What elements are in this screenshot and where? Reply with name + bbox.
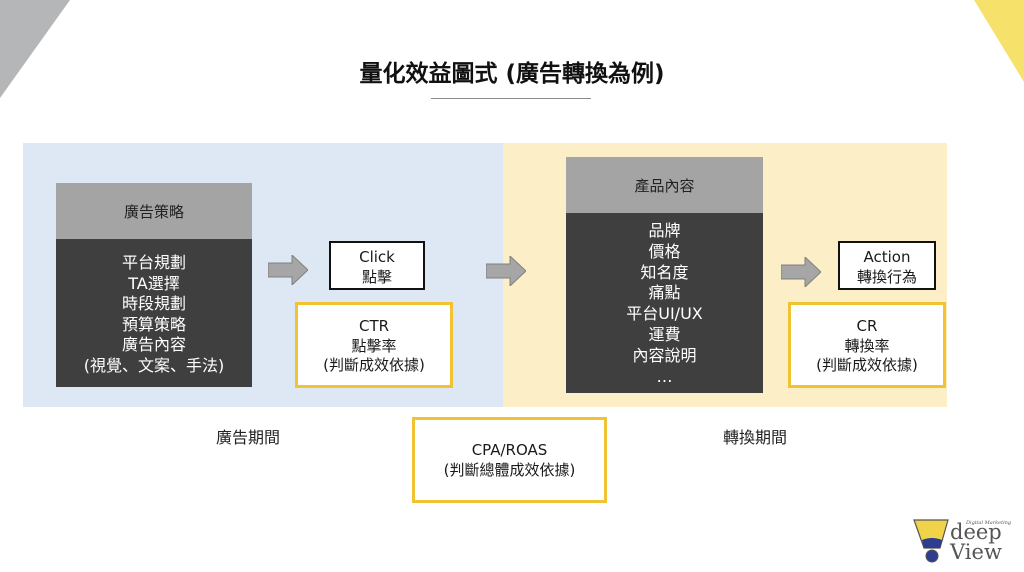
arrow-right-icon	[781, 257, 821, 287]
product-content-header: 產品內容	[566, 157, 763, 213]
product-content-box: 產品內容 品牌 價格 知名度 痛點 平台UI/UX 運費 內容說明 …	[566, 157, 763, 393]
deepview-logo	[912, 518, 1012, 564]
ctr-label: CTR	[358, 317, 390, 335]
cr-box: CR 轉換率 (判斷成效依據)	[788, 302, 946, 388]
product-content-item: 平台UI/UX	[626, 304, 703, 324]
lightbulb-logo-icon	[913, 519, 949, 563]
ad-strategy-item: 時段規劃	[121, 294, 186, 313]
action-label-zh: 轉換行為	[856, 268, 917, 286]
cr-label-zh: 轉換率	[844, 336, 890, 355]
product-content-item: 價格	[648, 241, 681, 261]
cpa-roas-note: (判斷總體成效依據)	[443, 460, 576, 479]
page-title: 量化效益圖式 (廣告轉換為例)	[359, 61, 665, 87]
product-content-item: 運費	[648, 324, 681, 344]
product-content-item: 痛點	[648, 283, 681, 303]
product-content-item: 知名度	[640, 262, 689, 282]
ctr-label-zh: 點擊率	[351, 336, 397, 355]
ad-strategy-item: 廣告內容	[121, 335, 186, 354]
ad-strategy-item: 預算策略	[121, 314, 186, 334]
ad-strategy-item: 平台規劃	[121, 253, 186, 272]
cpa-roas-box: CPA/ROAS (判斷總體成效依據)	[412, 417, 607, 503]
title-underline	[431, 98, 591, 99]
logo-word-deep: deep	[950, 520, 1002, 544]
ad-strategy-item: TA選擇	[128, 273, 180, 293]
logo-tagline: Digital Marketing	[966, 520, 1012, 526]
ctr-box: CTR 點擊率 (判斷成效依據)	[295, 302, 453, 388]
ctr-note: (判斷成效依據)	[323, 356, 425, 374]
arrow-right-icon	[486, 256, 526, 286]
arrow-right-icon	[268, 255, 308, 285]
logo-word-view: View	[950, 540, 1002, 564]
cr-note: (判斷成效依據)	[816, 356, 918, 374]
action-label: Action	[863, 248, 911, 266]
cpa-roas-label: CPA/ROAS	[471, 441, 548, 459]
ad-strategy-list: 平台規劃 TA選擇 時段規劃 預算策略 廣告內容 (視覺、文案、手法)	[56, 253, 252, 376]
click-label: Click	[359, 248, 395, 266]
ad-strategy-header: 廣告策略	[56, 183, 252, 239]
product-content-item: 內容說明	[632, 345, 697, 365]
ad-strategy-box: 廣告策略 平台規劃 TA選擇 時段規劃 預算策略 廣告內容 (視覺、文案、手法)	[56, 183, 252, 387]
conversion-period-label: 轉換期間	[723, 428, 788, 447]
ad-strategy-item: (視覺、文案、手法)	[83, 355, 225, 375]
click-label-zh: 點擊	[361, 268, 392, 286]
click-box: Click 點擊	[329, 241, 425, 290]
action-box: Action 轉換行為	[838, 241, 936, 290]
product-content-list: 品牌 價格 知名度 痛點 平台UI/UX 運費 內容說明 …	[566, 221, 763, 387]
ad-period-label: 廣告期間	[216, 428, 281, 447]
product-content-item: …	[656, 366, 673, 386]
product-content-item: 品牌	[648, 221, 681, 240]
cr-label: CR	[856, 317, 878, 335]
